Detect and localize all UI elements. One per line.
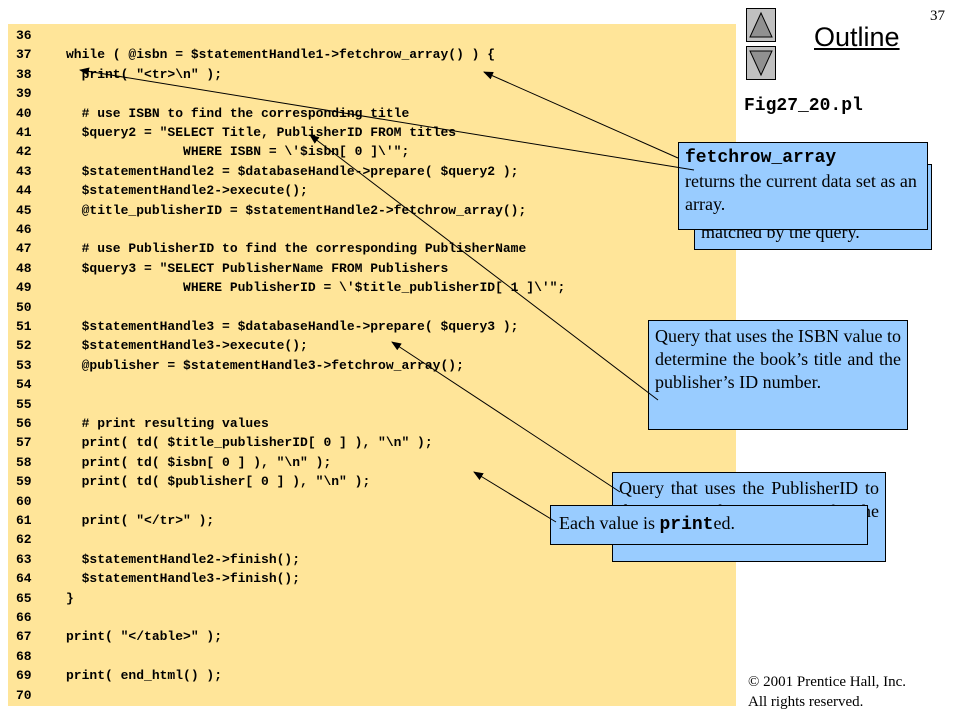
copyright-line1: © 2001 Prentice Hall, Inc. xyxy=(748,674,907,690)
line-number: 49 xyxy=(16,280,32,296)
code-text: print( end_html() ); xyxy=(66,668,223,684)
line-number: 63 xyxy=(16,551,32,567)
line-number: 69 xyxy=(16,668,32,684)
isbn-query-text: Query that uses the ISBN value to determ… xyxy=(655,326,901,392)
line-number: 43 xyxy=(16,163,32,179)
line-number: 48 xyxy=(16,260,32,276)
line-number: 61 xyxy=(16,513,32,528)
line-number: 51 xyxy=(16,319,32,334)
each-value-prefix: Each value is xyxy=(559,513,660,533)
line-number: 54 xyxy=(16,377,32,393)
code-text: print( "</table>" ); xyxy=(66,629,223,645)
code-text: # use PublisherID to find the correspond… xyxy=(66,241,527,257)
each-value-callout: Each value is printed. xyxy=(550,505,868,545)
code-text: print( td( $title_publisherID[ 0 ] ), "\… xyxy=(66,435,433,451)
code-text: $statementHandle3 = $databaseHandle->pre… xyxy=(66,319,519,334)
arrow-publisher-query xyxy=(391,341,621,493)
line-number: 65 xyxy=(16,590,32,606)
line-number: 36 xyxy=(16,28,32,43)
line-number: 70 xyxy=(16,687,32,703)
code-text: } xyxy=(66,590,74,606)
each-value-suffix: ed. xyxy=(713,513,735,533)
code-text: $query3 = "SELECT PublisherName FROM Pub… xyxy=(66,260,449,276)
code-panel: 36 37 while ( @isbn = $statementHandle1->f… xyxy=(8,24,736,706)
code-text: $query2 = "SELECT Title, PublisherID FRO… xyxy=(66,125,457,140)
code-text: # print resulting values xyxy=(66,416,269,431)
arrow-isbn-query xyxy=(309,134,659,401)
code-text: @title_publisherID = $statementHandle2->… xyxy=(66,202,527,218)
line-number: 57 xyxy=(16,435,32,451)
line-number: 60 xyxy=(16,493,32,509)
line-number: 56 xyxy=(16,416,32,431)
line-number: 40 xyxy=(16,105,32,121)
line-number: 68 xyxy=(16,648,32,664)
line-number: 39 xyxy=(16,86,32,102)
line-number: 44 xyxy=(16,183,32,199)
line-number: 67 xyxy=(16,629,32,645)
previous-slide-button[interactable] xyxy=(746,8,776,42)
copyright: © 2001 Prentice Hall, Inc. All rights re… xyxy=(748,672,906,712)
line-number: 46 xyxy=(16,222,32,237)
arrow-fetchrow-line37 xyxy=(483,71,679,159)
line-number: 66 xyxy=(16,610,32,625)
line-number: 62 xyxy=(16,532,32,548)
code-text: $statementHandle2->execute(); xyxy=(66,183,308,199)
line-number: 52 xyxy=(16,338,32,354)
isbn-query-callout: Query that uses the ISBN value to determ… xyxy=(648,320,908,430)
code-text: WHERE PublisherID = \'$title_publisherID… xyxy=(66,280,566,296)
line-number: 38 xyxy=(16,66,32,82)
code-text: WHERE ISBN = \'$isbn[ 0 ]\'"; xyxy=(66,144,410,160)
fetchrow-code: fetchrow_array xyxy=(685,148,837,168)
code-text: @publisher = $statementHandle3->fetchrow… xyxy=(66,357,464,373)
nav-down-icon xyxy=(749,50,773,77)
line-number: 64 xyxy=(16,571,32,587)
line-number: 37 xyxy=(16,47,32,63)
code-text: while ( @isbn = $statementHandle1->fetch… xyxy=(66,47,496,63)
line-number: 42 xyxy=(16,144,32,160)
line-number: 47 xyxy=(16,241,32,257)
line-number: 45 xyxy=(16,202,32,218)
outline-link[interactable]: Outline xyxy=(814,22,900,52)
code-text: $statementHandle3->execute(); xyxy=(66,338,308,354)
code-text: print( td( $isbn[ 0 ] ), "\n" ); xyxy=(66,454,332,470)
fetchrow-text: returns the current data set as an array… xyxy=(685,171,917,214)
slide-number: 37 xyxy=(930,8,945,24)
line-number: 41 xyxy=(16,125,32,140)
figure-label: Fig27_20.pl xyxy=(744,96,863,116)
code-text: $statementHandle2->finish(); xyxy=(66,551,301,567)
arrow-each-value xyxy=(473,471,557,523)
line-number: 53 xyxy=(16,357,32,373)
line-number: 59 xyxy=(16,474,32,490)
code-text: $statementHandle2 = $databaseHandle->pre… xyxy=(66,163,519,179)
line-number: 55 xyxy=(16,396,32,412)
nav-up-icon xyxy=(749,11,773,38)
code-text: $statementHandle3->finish(); xyxy=(66,571,301,587)
code-text: print( "</tr>" ); xyxy=(66,513,215,528)
line-number: 50 xyxy=(16,299,32,315)
fetchrow-callout: fetchrow_array returns the current data … xyxy=(678,142,928,230)
code-text: print( td( $publisher[ 0 ] ), "\n" ); xyxy=(66,474,371,490)
copyright-line2: All rights reserved. xyxy=(748,694,864,710)
code-text: # use ISBN to find the corresponding tit… xyxy=(66,105,410,121)
arrow-fetchrow-line45 xyxy=(79,67,695,171)
line-number: 58 xyxy=(16,454,32,470)
each-value-code: print xyxy=(659,515,714,535)
next-slide-button[interactable] xyxy=(746,46,776,80)
